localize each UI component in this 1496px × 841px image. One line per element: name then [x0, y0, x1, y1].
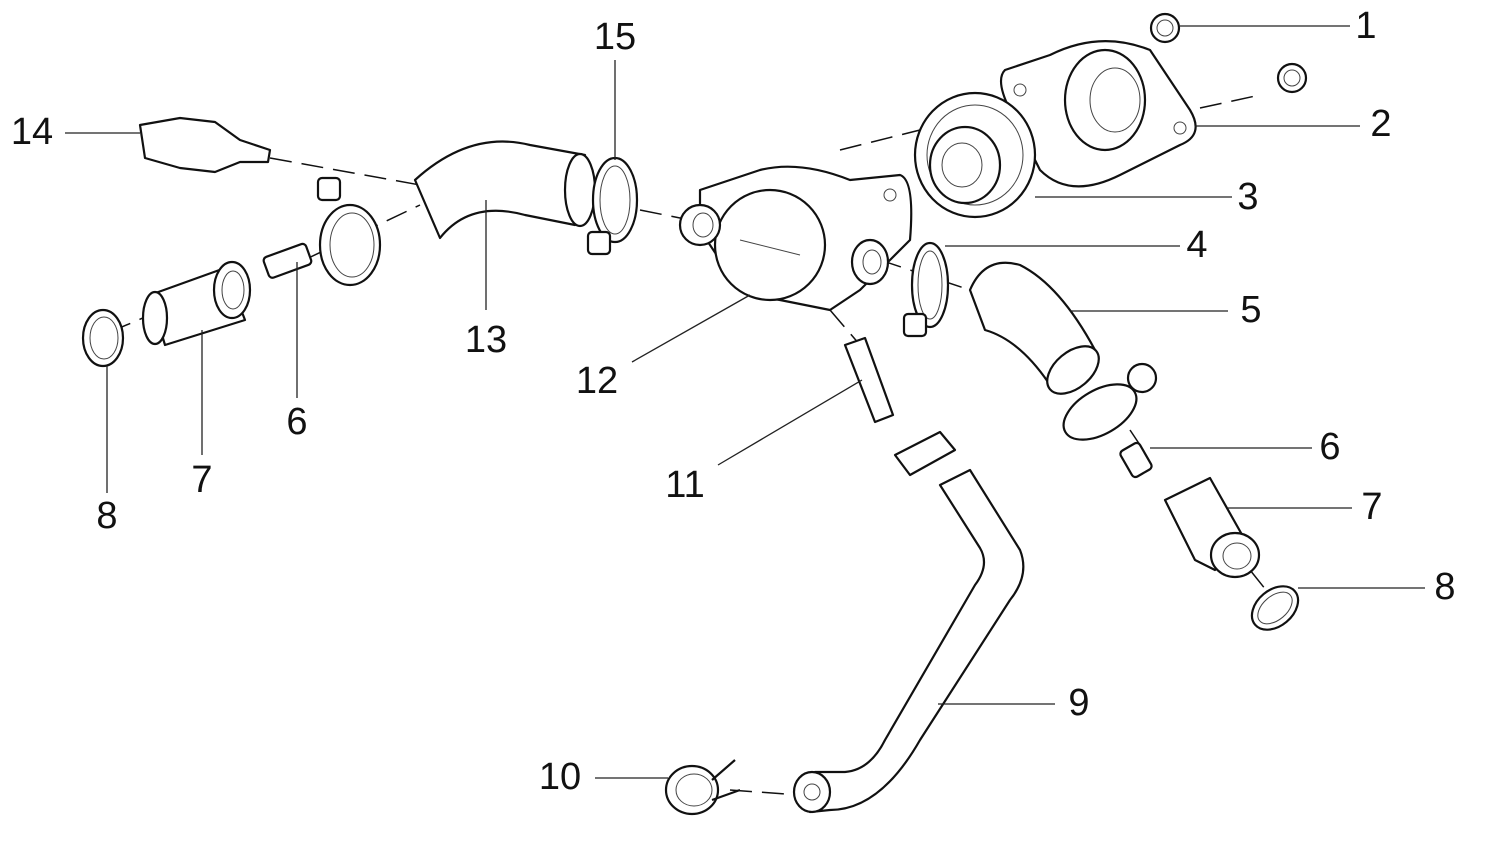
- part-6-bleed-screw-left: [262, 242, 313, 279]
- part-10-spring-clamp: [664, 759, 741, 816]
- part-9-hose: [792, 468, 1025, 814]
- callout-3: 3: [1237, 176, 1258, 218]
- callout-2: 2: [1370, 103, 1391, 145]
- left-hose-clamp: [316, 176, 382, 287]
- callout-6-right: 6: [1319, 426, 1340, 468]
- callout-7-left: 7: [191, 459, 212, 501]
- part-8-oring-right: [1250, 585, 1300, 631]
- assembly-axes: [109, 94, 1271, 796]
- callout-6-left: 6: [286, 401, 307, 443]
- callout-7-right: 7: [1361, 486, 1382, 528]
- part-7-connector-right: [1163, 476, 1261, 579]
- callout-14: 14: [11, 111, 53, 153]
- callout-15: 15: [594, 16, 636, 58]
- callout-13: 13: [465, 319, 507, 361]
- callout-9: 9: [1068, 682, 1089, 724]
- callout-4: 4: [1186, 224, 1207, 266]
- callout-12: 12: [576, 360, 618, 402]
- part-6-bleed-screw-right: [1119, 441, 1153, 479]
- part-15-hose-clamp: [586, 156, 639, 256]
- part-13-hose: [413, 140, 597, 240]
- part-8-oring-left: [81, 308, 125, 368]
- part-3-thermostat: [913, 91, 1037, 219]
- part-12-thermostat-housing: [678, 165, 913, 312]
- leader-lines: [65, 25, 1425, 779]
- callout-labels: 1 2 3 4 5 6 7 8 9 10 11 12 13 14 15 6 7 …: [11, 5, 1456, 798]
- part-1-bolt: [1149, 12, 1308, 94]
- part-2-housing-cover: [999, 40, 1197, 188]
- callout-8-left: 8: [96, 495, 117, 537]
- callout-8-right: 8: [1434, 566, 1455, 608]
- callout-1: 1: [1355, 5, 1376, 47]
- part-11-connector-pipe: [843, 336, 957, 477]
- part-14-temperature-sensor: [138, 116, 272, 174]
- callout-5: 5: [1240, 289, 1261, 331]
- callout-10: 10: [539, 756, 581, 798]
- part-5-hose: [968, 261, 1158, 441]
- part-7-connector-left: [141, 260, 252, 347]
- part-4-hose-clamp: [902, 241, 950, 338]
- callout-11: 11: [665, 464, 704, 506]
